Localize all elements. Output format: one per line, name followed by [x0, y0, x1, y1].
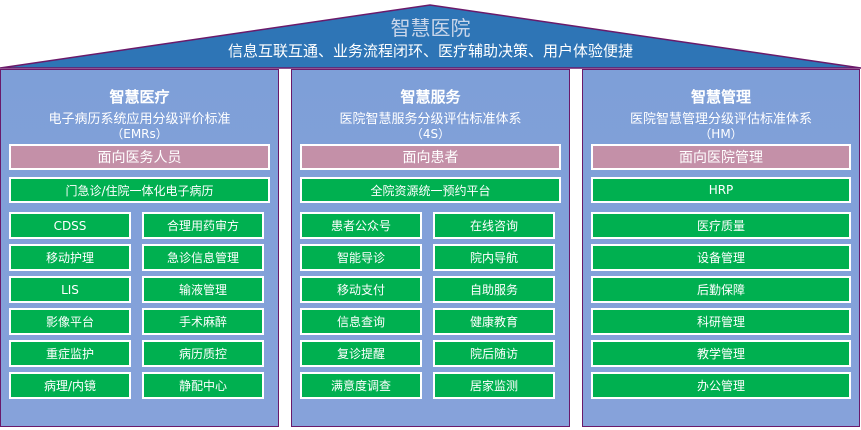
module-box: 自助服务 — [433, 276, 555, 303]
panel-subtitle: 医院智慧服务分级评估标准体系 — [339, 112, 522, 127]
module-box: 医疗质量 — [591, 212, 851, 239]
panel-2: 智慧服务医院智慧服务分级评估标准体系（4S） 面向患者全院资源统一预约平台患者公众… — [291, 69, 570, 427]
module-box: 急诊信息管理 — [142, 244, 264, 271]
audience-box: 面向患者 — [300, 144, 561, 170]
panel-1: 智慧医疗电子病历系统应用分级评价标准（EMRs） 面向医务人员门急诊/住院一体化电… — [0, 69, 279, 427]
panel-code: （EMRs） — [111, 127, 168, 141]
module-box: 健康教育 — [433, 308, 555, 335]
panel-code: （4S） — [410, 127, 451, 141]
audience-box: 面向医务人员 — [9, 144, 270, 170]
module-box: 输液管理 — [142, 276, 264, 303]
panel-title: 智慧服务 — [400, 88, 461, 106]
module-box: 居家监测 — [433, 372, 555, 399]
module-box: 手术麻醉 — [142, 308, 264, 335]
roof-shape — [0, 4, 861, 69]
module-box: CDSS — [9, 212, 131, 239]
module-box: 病理/内镜 — [9, 372, 131, 399]
module-box: LIS — [9, 276, 131, 303]
module-box: 满意度调查 — [300, 372, 422, 399]
panel-subtitle: 医院智慧管理分级评估标准体系 — [629, 112, 812, 127]
module-box: 院内导航 — [433, 244, 555, 271]
module-box: 科研管理 — [591, 308, 851, 335]
platform-box: HRP — [591, 177, 851, 203]
panel-subtitle: 电子病历系统应用分级评价标准 — [48, 112, 231, 127]
module-box: 移动支付 — [300, 276, 422, 303]
module-box: 患者公众号 — [300, 212, 422, 239]
panel-3: 智慧管理医院智慧管理分级评估标准体系（HM） 面向医院管理 HRP 医疗质量设备管理后… — [582, 69, 860, 427]
platform-box: 全院资源统一预约平台 — [300, 177, 561, 203]
panel-title: 智慧管理 — [690, 88, 751, 106]
module-box: 在线咨询 — [433, 212, 555, 239]
module-box: 移动护理 — [9, 244, 131, 271]
module-box: 信息查询 — [300, 308, 422, 335]
module-box: 影像平台 — [9, 308, 131, 335]
module-box: 院后随访 — [433, 340, 555, 367]
module-box: 重症监护 — [9, 340, 131, 367]
module-box: 设备管理 — [591, 244, 851, 271]
audience-box: 面向医院管理 — [591, 144, 851, 170]
module-box: 静配中心 — [142, 372, 264, 399]
platform-box: 门急诊/住院一体化电子病历 — [9, 177, 270, 203]
module-box: 复诊提醒 — [300, 340, 422, 367]
roof-subtitle: 信息互联互通、业务流程闭环、医疗辅助决策、用户体验便捷 — [227, 42, 633, 60]
module-box: 病历质控 — [142, 340, 264, 367]
module-box: 后勤保障 — [591, 276, 851, 303]
module-box: 办公管理 — [591, 372, 851, 399]
panel-title: 智慧医疗 — [109, 88, 170, 106]
roof-title: 智慧医院 — [390, 16, 471, 40]
module-box: 教学管理 — [591, 340, 851, 367]
module-box: 合理用药审方 — [142, 212, 264, 239]
panel-code: （HM） — [699, 127, 743, 141]
module-box: 智能导诊 — [300, 244, 422, 271]
